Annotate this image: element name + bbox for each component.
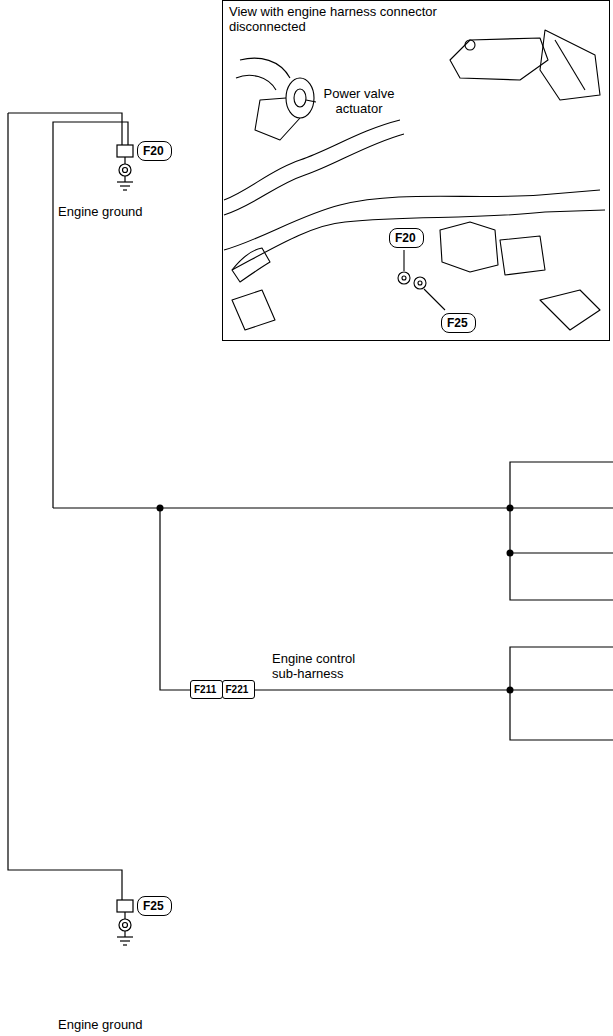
- connector-block: [232, 290, 275, 330]
- ground-bolt: [402, 276, 406, 280]
- actuator-port: [294, 89, 306, 107]
- bolt: [465, 40, 475, 50]
- wire: [510, 647, 613, 740]
- harness-label: Engine control sub-harness: [272, 651, 372, 681]
- hose-end: [232, 248, 270, 282]
- node-text: F211: [194, 683, 219, 696]
- connector-block: [500, 236, 545, 275]
- junction-dot: [507, 550, 514, 557]
- ground-bar: [120, 185, 130, 186]
- node-text: F221: [226, 683, 251, 696]
- ground-bar: [120, 940, 130, 941]
- ground-lead: [124, 931, 125, 937]
- junction-dot: [507, 687, 514, 694]
- connector-box: F211: [190, 680, 223, 699]
- engine-illustration: [224, 30, 605, 330]
- part-label: Power valve actuator: [316, 86, 402, 116]
- node-text: F20: [143, 143, 166, 159]
- hose: [232, 210, 605, 270]
- ground-bolt: [414, 277, 426, 289]
- hose: [224, 134, 404, 215]
- junction-dots: [157, 505, 514, 694]
- connector-square: [117, 145, 133, 157]
- connector-block: [440, 222, 498, 272]
- wire: [160, 508, 510, 690]
- inset-view-box: View with engine harness connector disco…: [222, 0, 610, 341]
- connector-callout: F25: [441, 313, 476, 333]
- wire: [510, 552, 613, 553]
- ground-eyelet: [123, 923, 128, 928]
- wire: [53, 122, 128, 508]
- node-text: View with engine harness connector disco…: [223, 1, 469, 34]
- ground-lead: [124, 176, 125, 182]
- connector-callout: F20: [389, 228, 424, 248]
- node-text: F25: [447, 315, 470, 331]
- actuator-body: [286, 78, 314, 118]
- ground-bolt: [418, 281, 422, 285]
- node-text: F25: [143, 898, 166, 914]
- node-text: F20: [395, 230, 418, 246]
- connector-box: F221: [222, 680, 255, 699]
- wire: [8, 113, 122, 900]
- ground-eyelet: [119, 164, 131, 176]
- wires: [8, 113, 613, 900]
- bracket: [450, 38, 548, 80]
- wire: [510, 462, 613, 600]
- junction-dot: [507, 505, 514, 512]
- ground-bar: [117, 181, 133, 182]
- leader-line: [403, 250, 404, 271]
- component-housing: [540, 30, 600, 100]
- ground-lead: [124, 912, 125, 919]
- wire: [510, 689, 613, 690]
- ground-lead: [124, 157, 125, 164]
- leader-line: [306, 100, 316, 102]
- wire: [53, 507, 613, 508]
- ground-label: Engine ground: [58, 1017, 143, 1032]
- leader-line: [424, 289, 445, 310]
- junction-dot: [157, 505, 164, 512]
- ground-eyelet: [123, 168, 128, 173]
- housing-edge: [555, 40, 585, 90]
- hose: [236, 58, 290, 90]
- hose: [224, 120, 400, 200]
- wire: [8, 113, 122, 145]
- ground-bar: [123, 944, 127, 945]
- connector-callout: F25: [137, 896, 172, 916]
- connector-square: [117, 900, 133, 912]
- connector-callout: F20: [137, 141, 172, 161]
- connector-block: [540, 290, 600, 330]
- ground-eyelet: [119, 919, 131, 931]
- ground-bar: [123, 189, 127, 190]
- actuator-bracket: [255, 98, 300, 140]
- ground-bolt: [398, 272, 410, 284]
- ground-symbols: [117, 145, 133, 945]
- hose: [224, 190, 600, 250]
- ground-bar: [117, 936, 133, 937]
- ground-label: Engine ground: [58, 204, 143, 219]
